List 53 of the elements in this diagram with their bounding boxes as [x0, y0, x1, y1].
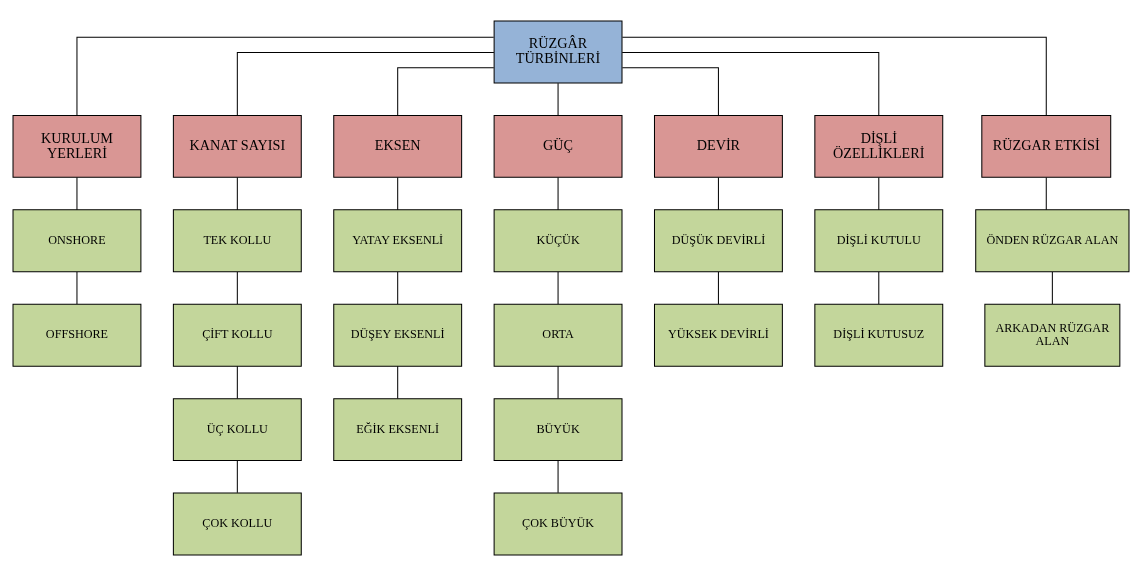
connector	[236, 271, 238, 305]
connector	[557, 177, 559, 211]
node-box: DİŞLİ KUTULU	[814, 209, 944, 273]
connector	[397, 365, 399, 399]
connector	[76, 177, 78, 211]
connector	[76, 271, 78, 305]
connector	[878, 177, 880, 211]
node-box: ARKADAN RÜZGAR ALAN	[984, 303, 1121, 367]
connector	[557, 271, 559, 305]
connector	[236, 460, 238, 494]
connector	[1051, 271, 1053, 305]
node-box: KANAT SAYISI	[172, 114, 302, 178]
connector	[717, 271, 719, 305]
node-box: DİŞLİ ÖZELLİKLERİ	[814, 114, 944, 178]
node-box: ORTA	[493, 303, 623, 367]
node-box: BÜYÜK	[493, 398, 623, 462]
connector	[557, 460, 559, 494]
connector	[557, 365, 559, 399]
node-box: KÜÇÜK	[493, 209, 623, 273]
node-box: ONSHORE	[12, 209, 142, 273]
connector	[397, 67, 495, 116]
connector	[717, 177, 719, 211]
connector	[236, 177, 238, 211]
node-box: DİŞLİ KUTUSUZ	[814, 303, 944, 367]
connector	[621, 67, 719, 116]
node-box: GÜÇ	[493, 114, 623, 178]
node-box: RÜZGÂR TÜRBİNLERİ	[493, 20, 623, 84]
connector	[76, 36, 495, 116]
connector	[1045, 177, 1047, 211]
node-box: YATAY EKSENLİ	[333, 209, 463, 273]
node-box: RÜZGAR ETKİSİ	[981, 114, 1112, 178]
connector	[621, 36, 1047, 116]
node-box: YÜKSEK DEVİRLİ	[653, 303, 783, 367]
node-box: EĞİK EKSENLİ	[333, 398, 463, 462]
connector	[621, 52, 880, 116]
node-box: ÇOK KOLLU	[172, 492, 302, 556]
connector	[878, 271, 880, 305]
node-box: DÜŞÜK DEVİRLİ	[653, 209, 783, 273]
connector	[397, 271, 399, 305]
connector	[236, 52, 495, 116]
connector	[236, 365, 238, 399]
node-box: ÖNDEN RÜZGAR ALAN	[975, 209, 1130, 273]
node-box: KURULUM YERLERİ	[12, 114, 142, 178]
connector	[397, 177, 399, 211]
node-box: DEVİR	[653, 114, 783, 178]
connector	[557, 82, 559, 116]
node-box: ÇİFT KOLLU	[172, 303, 302, 367]
node-box: ÜÇ KOLLU	[172, 398, 302, 462]
node-box: ÇOK BÜYÜK	[493, 492, 623, 556]
node-box: OFFSHORE	[12, 303, 142, 367]
node-box: DÜŞEY EKSENLİ	[333, 303, 463, 367]
node-box: EKSEN	[333, 114, 463, 178]
node-box: TEK KOLLU	[172, 209, 302, 273]
